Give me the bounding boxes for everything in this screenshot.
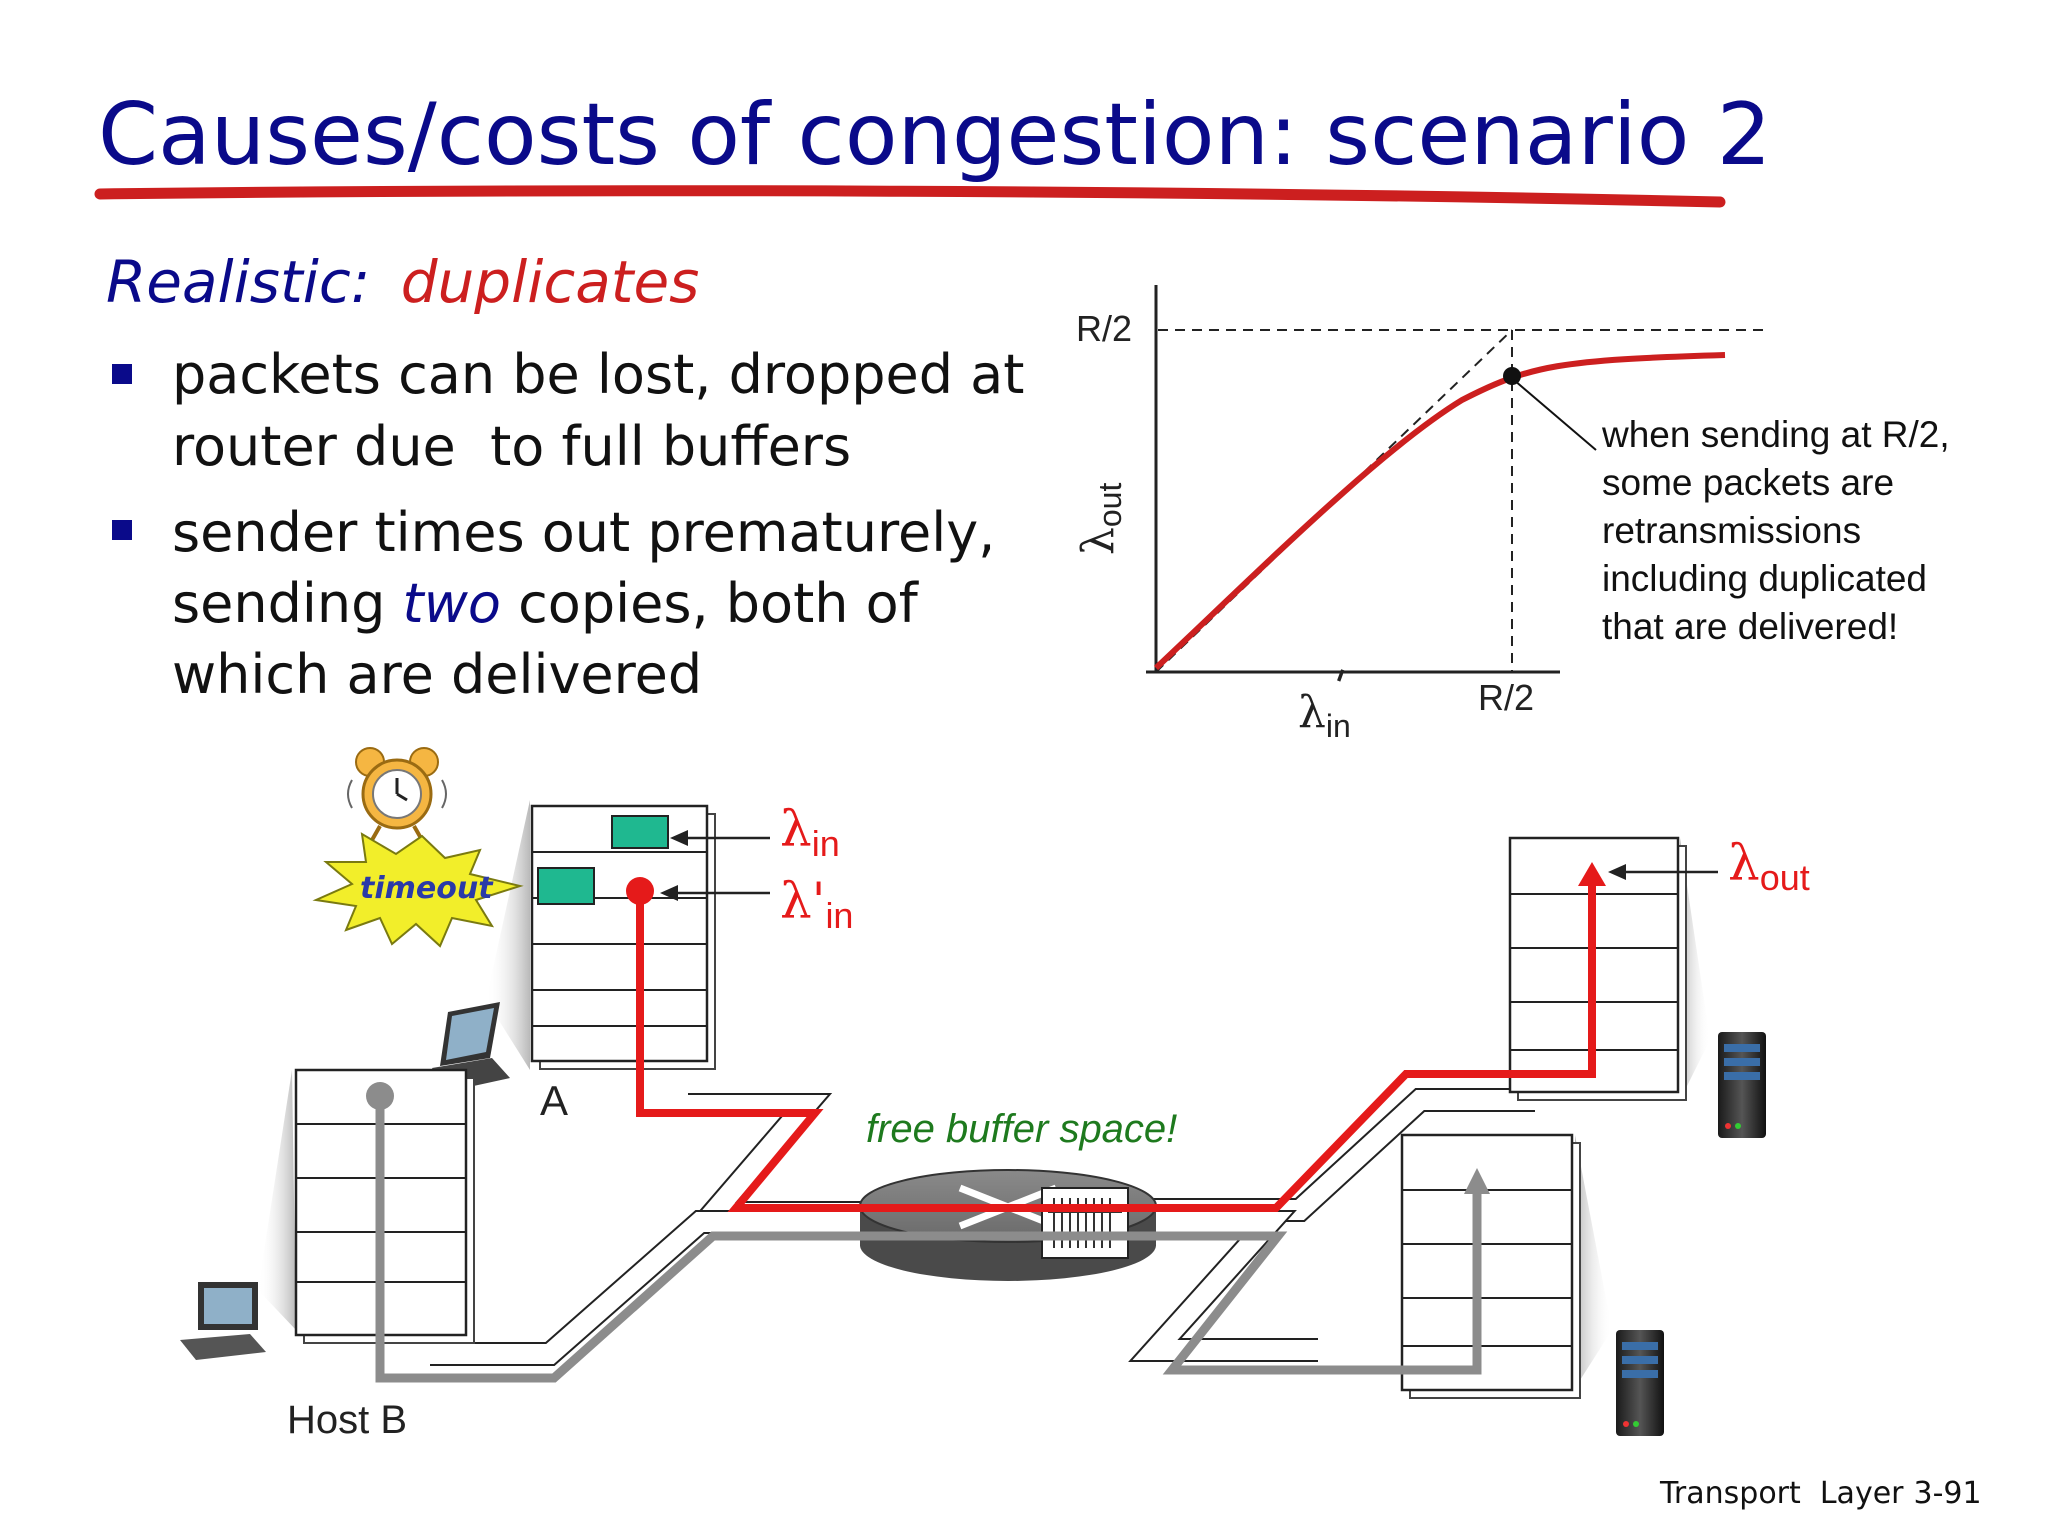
lambda-out-symbol: λ [1728,834,1760,892]
receiver-top-shadow [1680,838,1710,1100]
link-hostb-fill [430,1212,900,1364]
graph-y-tick: R/2 [1076,308,1132,349]
throughput-graph: R/2 R/2 λout λin ' when sending at R/2, … [1073,285,1950,744]
laptop-a-icon [432,1002,510,1092]
hosta-flow-path [636,882,1596,1212]
timeout-label: timeout [360,871,494,906]
bullet-2-line-3: which are delivered [172,643,702,706]
graph-annotation-line-5: that are delivered! [1602,606,1898,647]
hostb-flow [366,1082,1490,1383]
graph-y-label: λout [1073,483,1128,555]
server-top-icon [1718,1032,1766,1138]
graph-annotation: when sending at R/2, some packets are re… [1601,414,1950,647]
packet-original [611,815,669,849]
lambda-out-label: λout [1728,834,1810,898]
bullet-1-line-1: packets can be lost, dropped at [172,343,1024,406]
subtitle: Realistic: duplicates [106,248,699,316]
lambda-out-sub: out [1760,857,1810,898]
graph-y-sub: out [1092,483,1128,528]
lambda-in-prime-sub: in [825,895,853,936]
lambda-in-prime-symbol: λ' [780,872,825,930]
bullet-1-line-2: router due to full buffers [172,415,851,478]
graph-x-sub: in [1326,708,1351,744]
host-a-shadow [486,800,530,1070]
bullet-marker-1 [112,364,132,384]
lambda-in-symbol: λ [780,800,812,858]
lambda-in-arrowhead [670,830,688,846]
graph-annotation-pointer [1513,379,1597,451]
packet-retransmitted [537,867,595,905]
lambda-labels: λin λ'in λout [660,800,1810,936]
receiver-bottom-buffer [1400,1133,1574,1392]
graph-annotation-line-3: retransmissions [1602,510,1861,551]
hostb-flow-path [375,1096,1482,1383]
page-title: Causes/costs of congestion: scenario 2 [98,85,1771,185]
graph-annotation-line-2: some packets are [1602,462,1894,503]
lambda-in-label: λin [780,800,840,864]
host-a-label: A [540,1077,568,1124]
footer-page: 3-91 [1914,1476,1982,1511]
link-right-bottom-fill [1132,1212,1318,1360]
host-b: Host B [180,1068,475,1442]
free-buffer-label: free buffer space! [866,1107,1177,1151]
bullet-marker-2 [112,520,132,540]
graph-operating-point [1503,367,1521,385]
footer: Transport Layer 3-91 [1659,1476,1982,1511]
hostb-flow-arrowhead [1464,1168,1490,1194]
graph-annotation-line-1: when sending at R/2, [1601,414,1950,455]
graph-y-symbol: λ [1073,527,1124,555]
bullet-2-emph: two [403,572,501,635]
bullet-2-line-2: sending two copies, both of [172,572,920,635]
timeout-burst: timeout [312,832,524,948]
receiver-bottom-shadow [1575,1135,1612,1388]
host-b-shadow [258,1070,296,1330]
desktop-b-icon [180,1282,266,1360]
graph-throughput-curve [1153,352,1726,671]
host-a: A [432,800,716,1124]
router: free buffer space! [859,1107,1177,1281]
footer-prefix: Transport Layer [1659,1476,1904,1511]
graph-annotation-line-4: including duplicated [1602,558,1927,599]
graph-x-symbol: λ [1298,687,1326,738]
bullet-2-line-2-pre: sending [172,572,403,635]
subtitle-lead: Realistic: [106,248,370,316]
lambda-in-sub: in [812,823,840,864]
alarm-clock-icon [347,747,447,841]
bullet-2-line-1: sender times out prematurely, [172,501,995,564]
bullet-2-line-2-post: copies, both of [501,572,920,635]
lambda-in-prime-arrowhead [660,885,678,901]
lambda-out-arrowhead [1608,864,1626,880]
lambda-in-prime-label: λ'in [780,872,853,936]
hosta-flow [626,862,1606,1212]
timeout-burst-shape [312,832,524,948]
graph-x-label: λin [1298,687,1351,744]
hosta-flow-arrowhead [1578,862,1606,886]
subtitle-emph: duplicates [401,248,700,316]
server-bottom-icon [1616,1330,1664,1436]
graph-x-prime: ' [1322,660,1351,712]
host-b-label: Host B [287,1398,407,1442]
receiver-bottom [1400,1133,1664,1436]
title-underline [94,185,1726,208]
graph-x-tick: R/2 [1478,677,1534,718]
